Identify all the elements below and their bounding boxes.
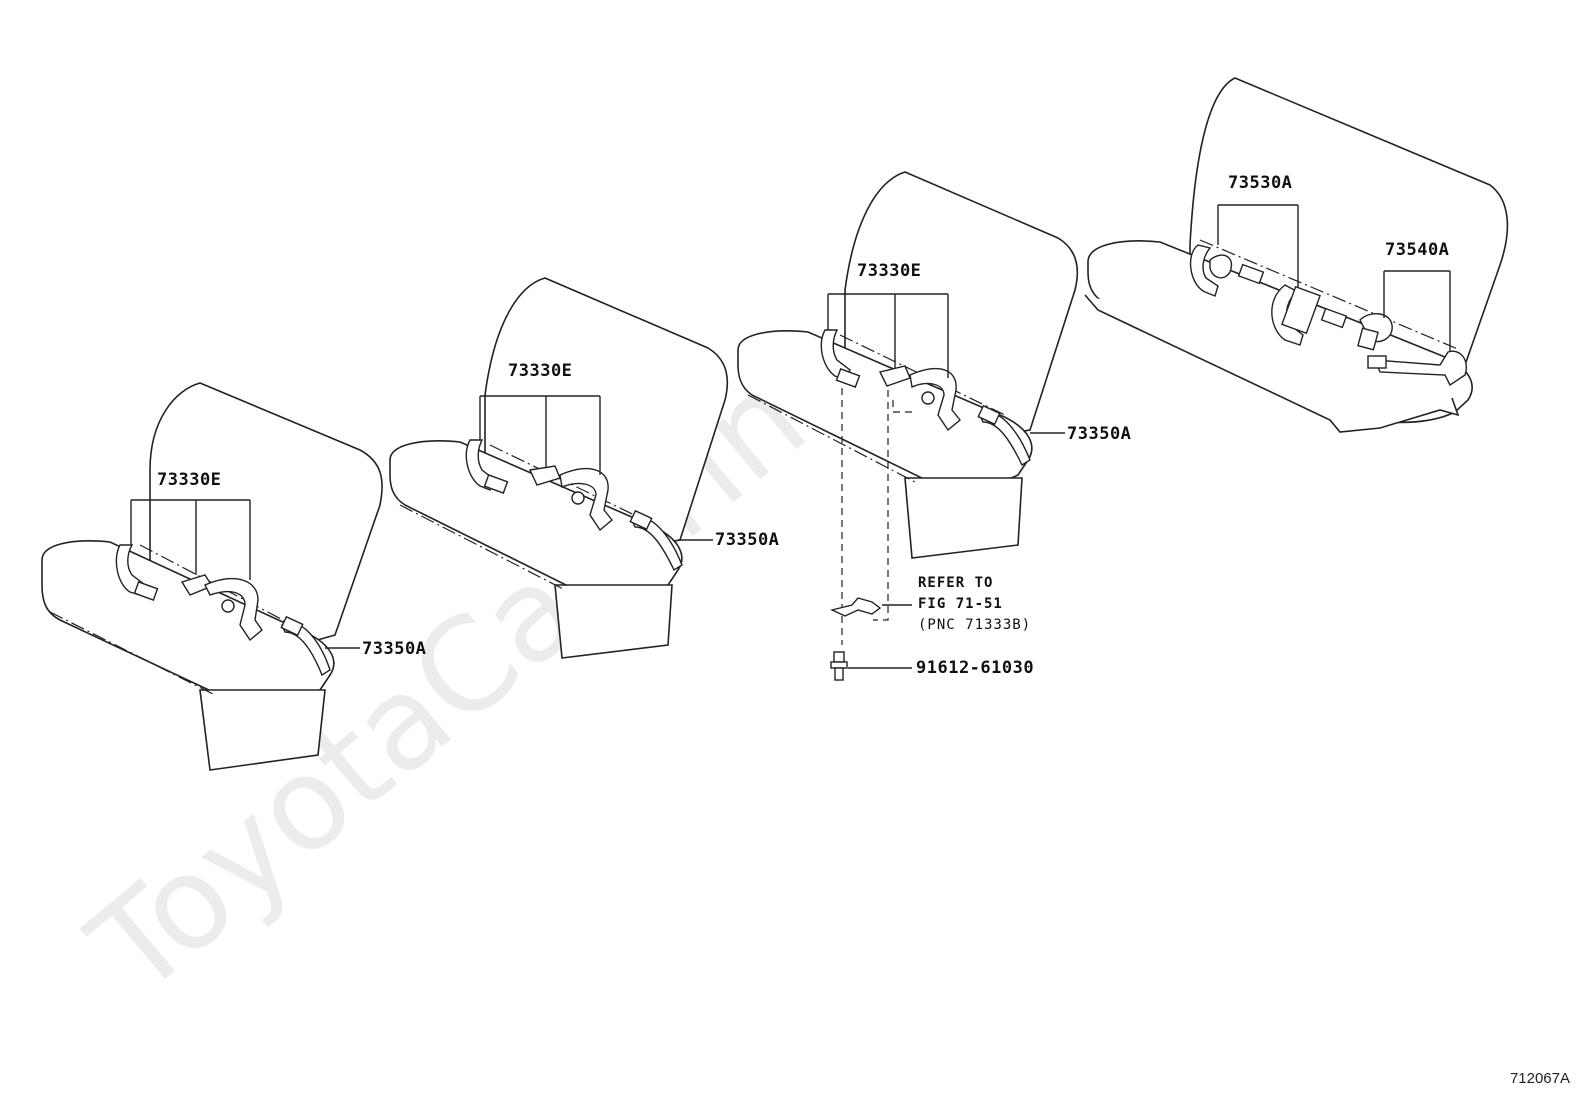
seat-1-anchor-callout: 73350A (325, 639, 426, 659)
seat-4 (1084, 77, 1509, 433)
seat-3-belt-callout: 73330E (827, 261, 949, 378)
seat-1-base (199, 689, 326, 771)
seat-3 (737, 171, 1079, 645)
seat-1-belt-callout: 73330E (130, 470, 251, 580)
note-line3: (PNC 71333B) (918, 617, 1031, 633)
bolt (830, 651, 848, 681)
seat-2-belt-callout: 73330E (479, 361, 601, 475)
seat-2-cushion (389, 440, 683, 595)
seat-3-base (904, 477, 1023, 559)
bolt-callout: 91612-61030 (848, 658, 1034, 678)
seat-2-belt-label: 73330E (508, 361, 572, 381)
seat-3-belt-label: 73330E (857, 261, 921, 281)
seat-4-right-belt-label: 73540A (1385, 240, 1449, 260)
seat-2-anchor-callout: 73350A (678, 530, 779, 550)
bracket (829, 597, 882, 617)
seat-4-base (1084, 294, 1460, 433)
seat-1-anchor-label: 73350A (362, 639, 426, 659)
bolt-label: 91612-61030 (916, 658, 1034, 678)
seat-4-backrest (1189, 77, 1509, 369)
seat-2 (389, 277, 729, 659)
seat-3-cushion (737, 330, 1033, 485)
seat-1-belt-label: 73330E (157, 470, 221, 490)
seat-1-cushion (41, 540, 335, 701)
seat-4-left-belt-callout: 73530A (1217, 173, 1299, 288)
note-line2: FIG 71-51 (918, 596, 1003, 612)
seat-3-anchor-label: 73350A (1067, 424, 1131, 444)
bracket-note-callout: REFER TO FIG 71-51 (PNC 71333B) (882, 575, 1031, 633)
seat-2-base (554, 584, 673, 659)
note-line1: REFER TO (918, 575, 993, 591)
diagram-code: 712067A (1509, 1070, 1570, 1087)
seat-4-right-belt-callout: 73540A (1383, 240, 1451, 352)
seat-3-anchor-callout: 73350A (1030, 424, 1131, 444)
seat-4-left-belt-label: 73530A (1228, 173, 1292, 193)
seat-2-anchor-label: 73350A (715, 530, 779, 550)
seat-1 (41, 382, 383, 771)
